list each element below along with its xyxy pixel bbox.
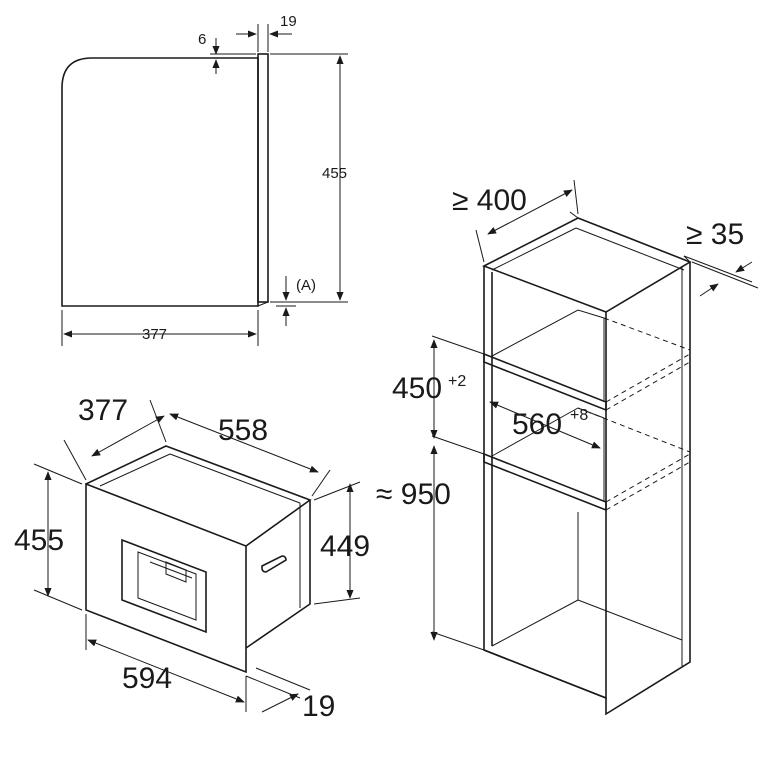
dim-cabinet-gap-arrow-upper: [735, 261, 753, 273]
dim-niche-width-label: 560: [512, 408, 562, 441]
dim-cabinet-gap-label: ≥ 35: [686, 218, 744, 251]
dim-iso-body-height-label: 449: [320, 530, 370, 563]
dim-iso-front-width-line: [87, 639, 245, 703]
dim-iso-depth-label: 377: [78, 394, 128, 427]
dim-iso-body-width-label: 558: [218, 414, 268, 447]
dim-floor-to-niche-label: ≈ 950: [376, 478, 451, 511]
dim-cabinet-depth-line: [487, 189, 573, 235]
appliance-handle: [261, 555, 287, 573]
side-view: 6 19 455 (A) 377: [61, 13, 348, 346]
dim-height-label: 455: [322, 165, 347, 182]
dim-niche-width-tolerance: +8: [570, 407, 588, 424]
dim-iso-body-width-line: [169, 413, 319, 473]
dim-niche-height-label: 450: [392, 372, 442, 405]
side-view-body-outline: [61, 57, 259, 307]
dim-cabinet-gap-arrow-lower: [699, 283, 719, 297]
side-view-door-panel: [257, 53, 269, 303]
appliance-isometric: 377 558 455 449 594 19: [14, 394, 370, 723]
dim-iso-depth-line: [91, 415, 165, 457]
cabinet-front-outline: [483, 266, 607, 700]
dim-iso-front-width-label: 594: [122, 662, 172, 695]
dim-top-gap-label: 6: [198, 31, 206, 48]
dim-depth-label: 377: [142, 326, 167, 343]
dim-door-thickness-label: 19: [280, 13, 297, 30]
cabinet-shelf-lower: [483, 452, 607, 512]
cabinet-isometric: ≥ 400 ≥ 35 450 +2 560 +8 ≈ 950: [376, 179, 759, 716]
dim-iso-door-thickness-label: 19: [302, 690, 335, 723]
appliance-top-face: [85, 445, 312, 547]
label-a: (A): [296, 277, 316, 294]
appliance-drink-outlet-frame: [121, 538, 207, 634]
appliance-front-panel: [85, 482, 247, 674]
dim-niche-height-tolerance: +2: [448, 373, 466, 390]
dim-cabinet-depth-label: ≥ 400: [452, 184, 527, 217]
dim-iso-door-thickness-arrow: [261, 693, 299, 713]
appliance-right-side: [245, 500, 311, 649]
cabinet-shelf-upper: [483, 352, 607, 412]
dim-niche-width-line: [489, 401, 601, 449]
dim-iso-front-height-label: 455: [14, 524, 64, 557]
cabinet-right-side: [605, 262, 691, 716]
